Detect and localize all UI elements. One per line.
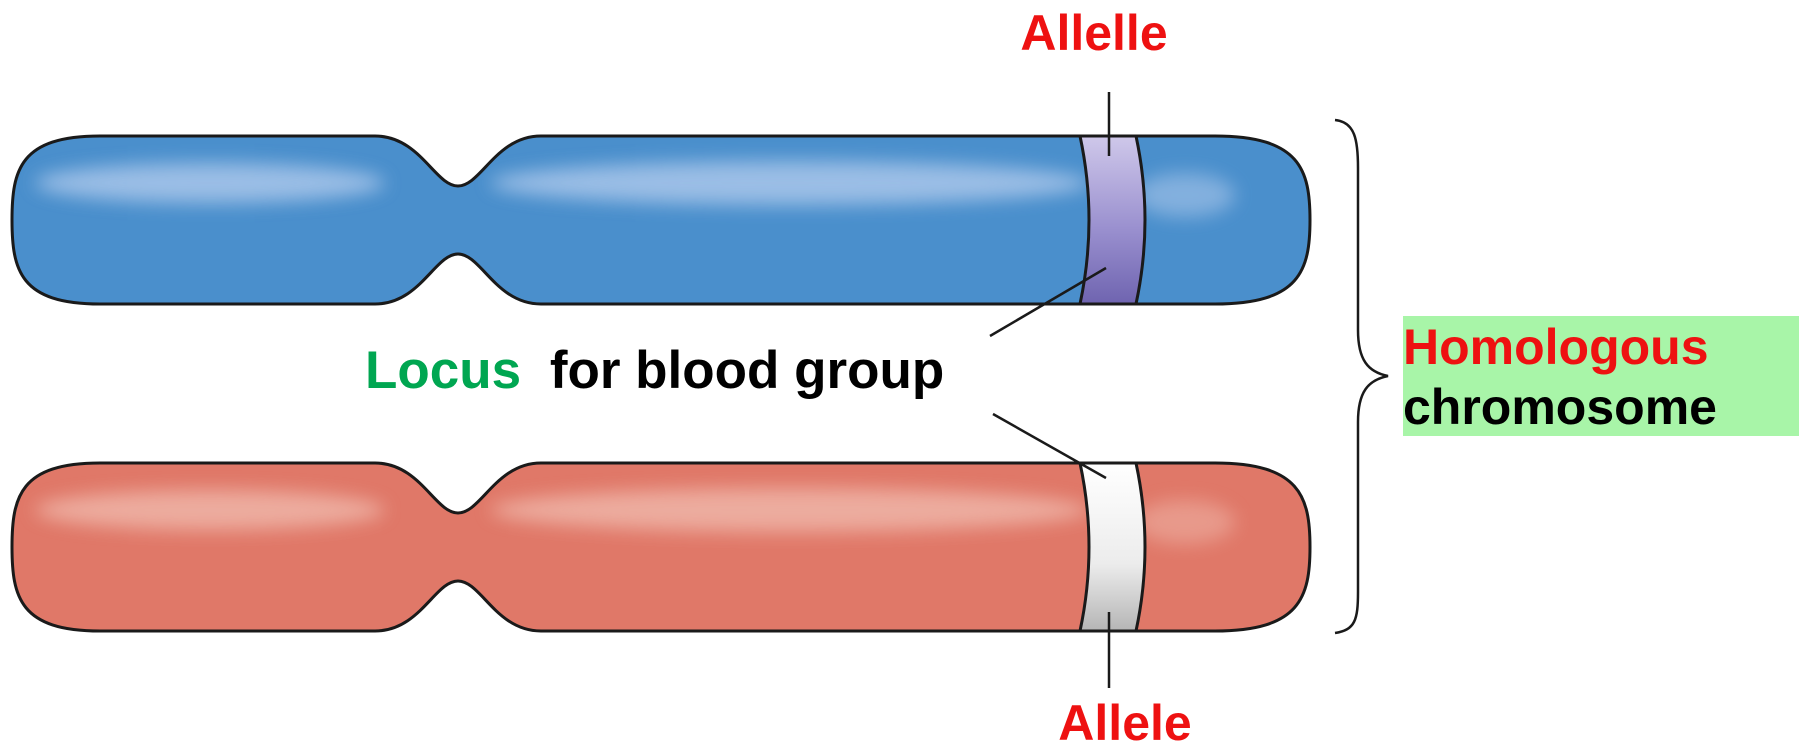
locus-rest: for blood group [550,341,944,400]
chromosome-top [12,136,1310,304]
homologous-label: Homologous [1403,319,1709,375]
allele-top-label: Allelle [1020,5,1167,61]
chromosome-label: chromosome [1403,379,1717,435]
allele-bottom-label: Allele [1058,695,1191,748]
chromosome-bottom-highlight-tip [1135,500,1235,544]
allele-band-bottom [1080,463,1145,631]
chromosome-bottom-highlight-left [35,490,385,530]
locus-label: Locus for blood group [365,341,944,400]
chromosome-bottom [12,463,1310,631]
chromosome-bottom-highlight-right [490,488,1090,532]
chromosome-top-highlight-right [490,161,1090,205]
locus-word: Locus [365,341,521,400]
homologous-brace [1335,120,1388,633]
chromosome-top-highlight-left [35,163,385,203]
chromosome-top-highlight-tip [1135,173,1235,217]
